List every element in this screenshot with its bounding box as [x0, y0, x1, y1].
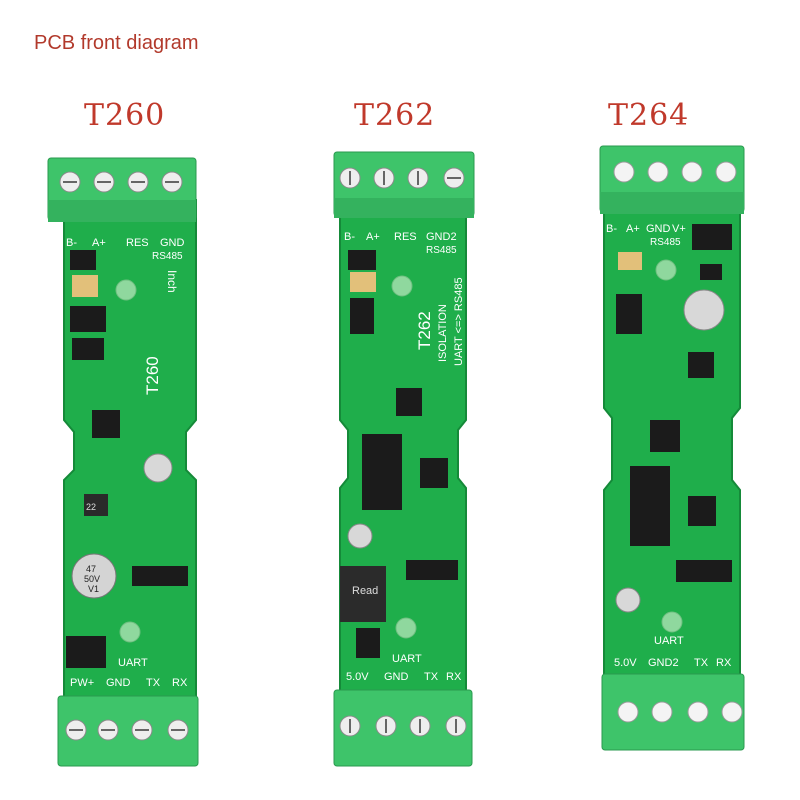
pin-label: GND [160, 237, 185, 249]
pin-label: GND [106, 677, 131, 689]
pin-label: RES [126, 237, 149, 249]
ic-chip [676, 560, 732, 582]
mounting-hole [655, 259, 677, 281]
cap-label: 50V [84, 574, 100, 584]
top-terminal-block [333, 151, 475, 218]
bottom-terminal-block [601, 673, 745, 751]
board-t262: B- A+ RES GND2 RS485 ISOLATION UART <=> … [333, 151, 475, 767]
rs485-label: RS485 [152, 251, 183, 262]
cap-label: 47 [86, 564, 96, 574]
pin-label: TX [424, 671, 439, 683]
rs485-label: RS485 [650, 237, 681, 248]
bottom-terminal-block [333, 689, 473, 767]
tvs-diode [72, 338, 104, 360]
inductor [688, 352, 714, 378]
pin-label: PW+ [70, 677, 94, 689]
pin-label: 5.0V [346, 671, 369, 683]
resistor-array [618, 252, 642, 270]
diode [348, 250, 376, 270]
mounting-hole [661, 611, 683, 633]
electrolytic-capacitor [615, 587, 641, 613]
top-terminal-block [599, 145, 745, 214]
rs485-label: RS485 [426, 245, 457, 256]
caption: PCB front diagram [34, 32, 199, 54]
pin-label: GND [646, 223, 671, 235]
sticker [340, 566, 386, 622]
section-label: UART [392, 653, 422, 665]
tvs-diode [70, 306, 106, 332]
ic-chip [688, 496, 716, 526]
ic-chip [132, 566, 188, 586]
mounting-hole [119, 621, 141, 643]
electrolytic-capacitor [71, 553, 117, 599]
tvs-diode [350, 298, 374, 334]
model-label-t260: T260 [84, 98, 166, 133]
pin-label: B- [606, 223, 617, 235]
pin-label: GND2 [648, 657, 679, 669]
ic-chip [396, 388, 422, 416]
model-label-t262: T262 [354, 98, 436, 133]
sticker-text: Read [352, 585, 378, 597]
pin-label: TX [694, 657, 709, 669]
board-name-silk: T260 [143, 356, 162, 395]
isolation-label: ISOLATION [437, 304, 449, 362]
tvs-diode [616, 294, 642, 334]
mounting-hole [115, 279, 137, 301]
ic-chip [420, 458, 448, 488]
diode [356, 628, 380, 658]
board-t260: B- A+ RES GND RS485 Inch T260 22 47 50V … [47, 157, 199, 767]
diode-pair [692, 224, 732, 250]
section-label: UART [118, 657, 148, 669]
pin-label: A+ [92, 237, 106, 249]
section-label: UART [654, 635, 684, 647]
mounting-hole [395, 617, 417, 639]
resistor-array [350, 272, 376, 292]
diode-pair [66, 636, 106, 668]
pin-label: A+ [626, 223, 640, 235]
ic-chip [92, 410, 120, 438]
isolation-module [362, 434, 402, 510]
pin-label: GND [384, 671, 409, 683]
isolation-module [630, 466, 670, 546]
pin-label: A+ [366, 231, 380, 243]
electrolytic-capacitor [143, 453, 173, 483]
pin-label: V+ [672, 223, 686, 235]
inductor-label: 22 [86, 502, 96, 512]
pin-label: RX [446, 671, 462, 683]
resistor-array [72, 275, 98, 297]
ic-chip [650, 420, 680, 452]
pin-label: RES [394, 231, 417, 243]
diode [70, 250, 96, 270]
isolation-sub-label: UART <=> RS485 [453, 277, 465, 366]
diode [700, 264, 722, 280]
board-name-silk: T262 [415, 311, 434, 350]
inch-label: Inch [165, 270, 179, 293]
pin-label: B- [344, 231, 355, 243]
board-t264: B- A+ GND V+ RS485 UART 5.0V GND2 TX RX [599, 145, 745, 751]
top-terminal-block [47, 157, 197, 222]
pin-label: 5.0V [614, 657, 637, 669]
model-label-t264: T264 [608, 98, 690, 133]
ic-chip [406, 560, 458, 580]
electrolytic-capacitor [347, 523, 373, 549]
pin-label: RX [172, 677, 188, 689]
bottom-terminal-block [57, 695, 199, 767]
pin-label: TX [146, 677, 161, 689]
mounting-hole [391, 275, 413, 297]
pin-label: RX [716, 657, 732, 669]
pin-label: B- [66, 237, 77, 249]
electrolytic-capacitor [683, 289, 725, 331]
cap-label: V1 [88, 584, 99, 594]
pin-label: GND2 [426, 231, 457, 243]
inductor [84, 494, 108, 516]
